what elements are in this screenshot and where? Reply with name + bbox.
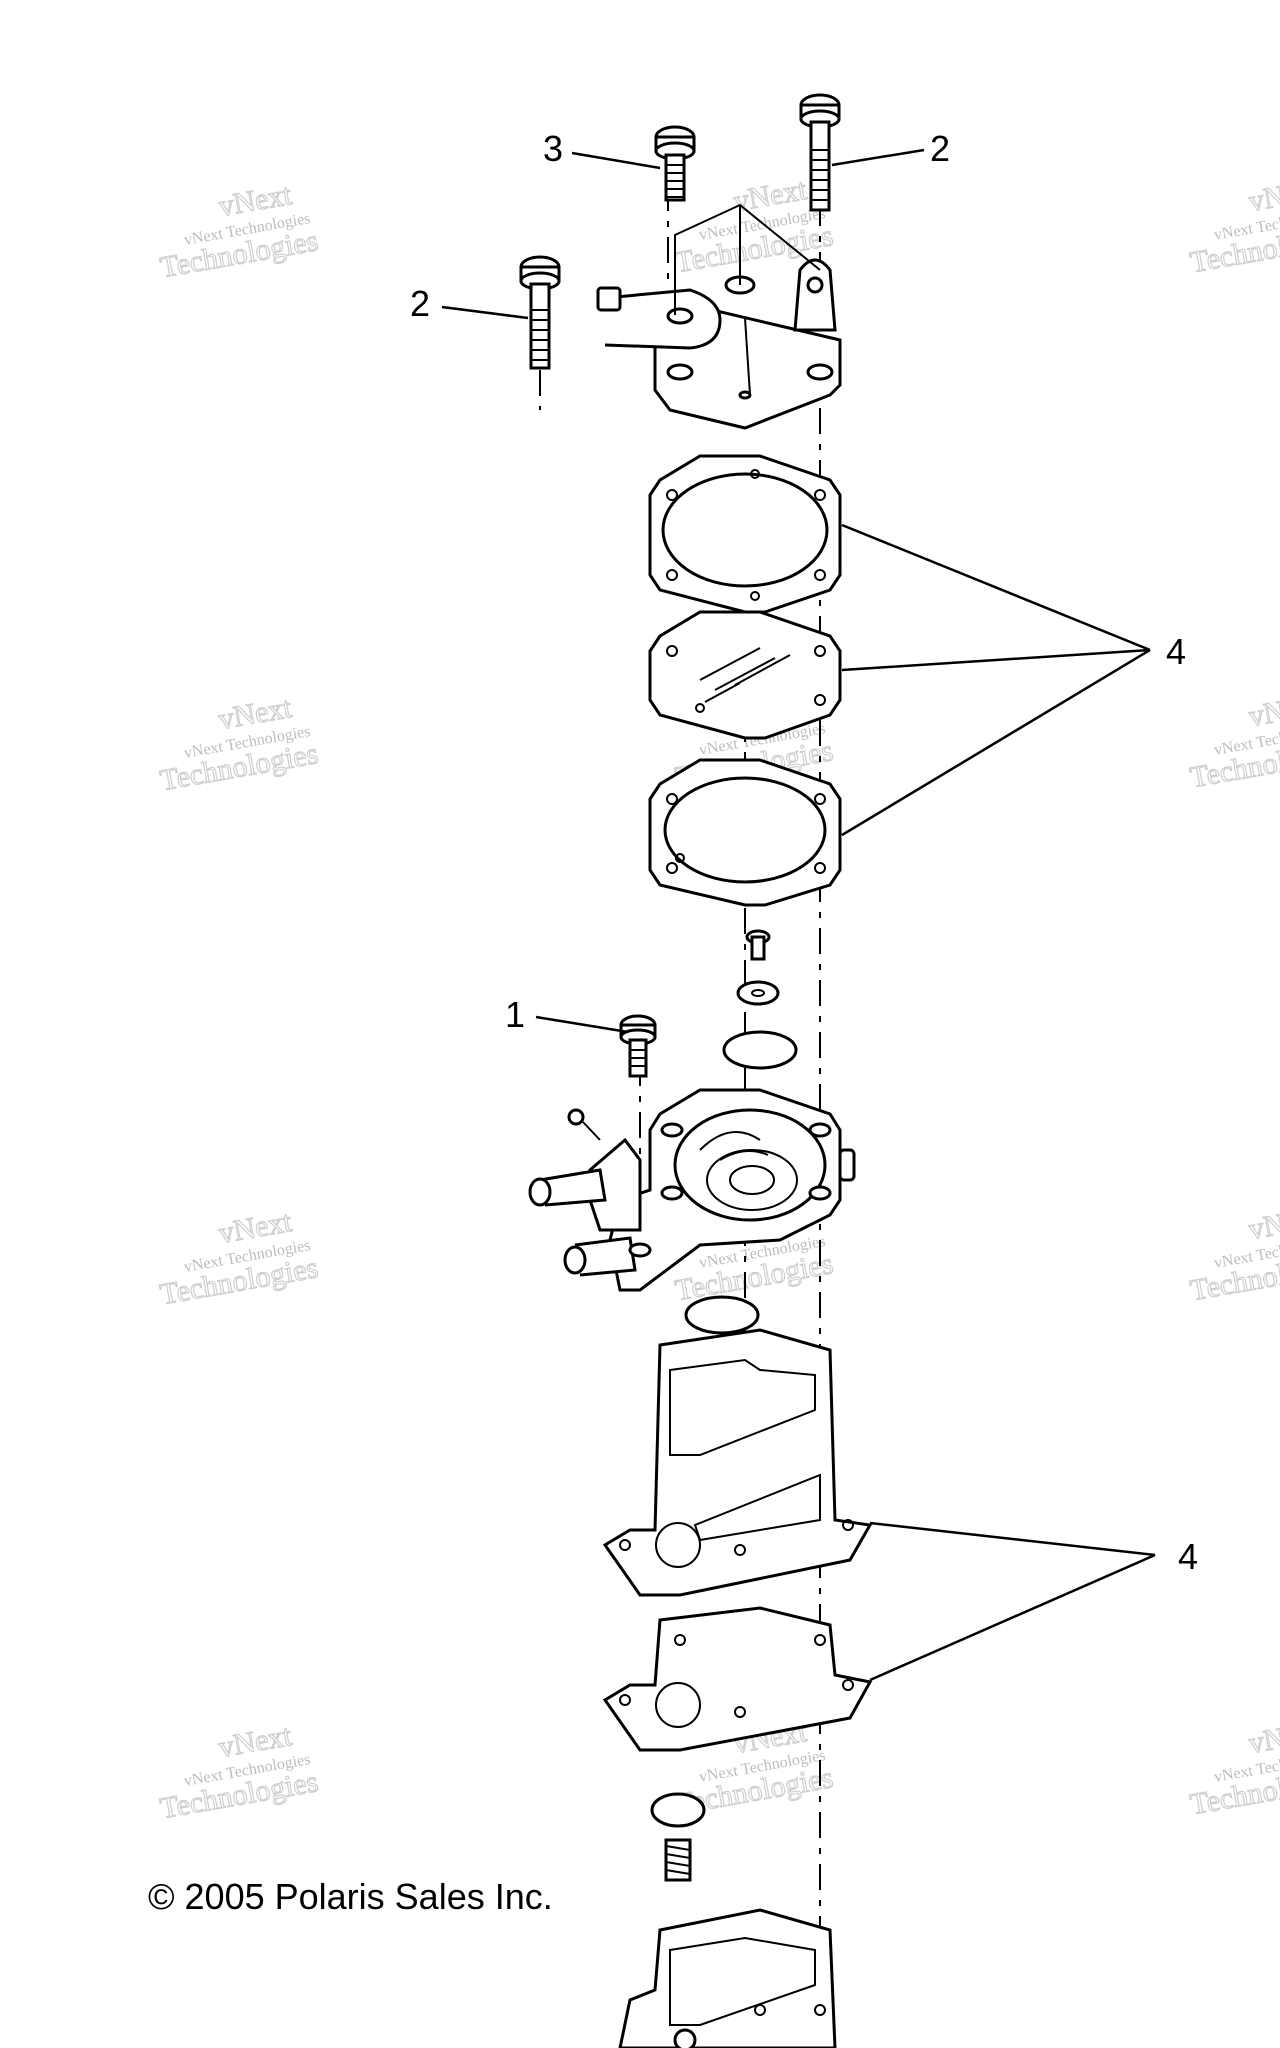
callouts: 3 2 2 4 1 4 <box>410 128 1198 1577</box>
callout-2-left: 2 <box>410 283 430 324</box>
watermark: vNext Technologies vNext Technologies <box>157 1204 321 1312</box>
pump-base <box>618 1908 837 2048</box>
diaphragm <box>648 610 842 740</box>
copyright-notice: © 2005 Polaris Sales Inc. <box>148 1876 553 1917</box>
gasket-upper <box>648 454 842 614</box>
watermark: vNext Technologies vNext Technologies <box>1187 1200 1280 1308</box>
gasket-lower-2 <box>602 1606 873 1752</box>
watermark: vNext Technologies vNext Technologies <box>157 177 321 285</box>
svg-text:vNext: vNext <box>1246 688 1280 733</box>
watermark: vNext Technologies vNext Technologies <box>672 172 836 280</box>
svg-text:vNext: vNext <box>1246 1715 1280 1760</box>
svg-text:vNext: vNext <box>1246 173 1280 218</box>
screw-1 <box>619 1014 657 1078</box>
svg-text:vNext: vNext <box>1246 1201 1280 1246</box>
valve-parts-upper <box>722 929 798 1070</box>
watermark: vNext Technologies vNext Technologies <box>157 1718 321 1826</box>
spring-valve <box>650 1792 706 1882</box>
gasket-middle <box>648 758 842 907</box>
screw-2-top <box>799 93 841 212</box>
callout-1: 1 <box>505 994 525 1035</box>
gasket-lower-1 <box>602 1328 873 1597</box>
pump-cover <box>596 203 842 430</box>
screw-2-left <box>519 255 561 370</box>
callout-4-upper: 4 <box>1166 631 1186 672</box>
leader-lines <box>441 148 1156 1682</box>
watermark: vNext Technologies vNext Technologies <box>157 690 321 798</box>
callout-2-top: 2 <box>930 128 950 169</box>
watermark: vNext Technologies vNext Technologies <box>1187 1714 1280 1822</box>
pump-body <box>528 1088 856 1292</box>
watermark: vNext Technologies vNext Technologies <box>1187 687 1280 795</box>
callout-3: 3 <box>543 128 563 169</box>
callout-4-lower: 4 <box>1178 1536 1198 1577</box>
screw-3 <box>654 125 696 202</box>
watermark: vNext Technologies vNext Technologies <box>1187 172 1280 280</box>
